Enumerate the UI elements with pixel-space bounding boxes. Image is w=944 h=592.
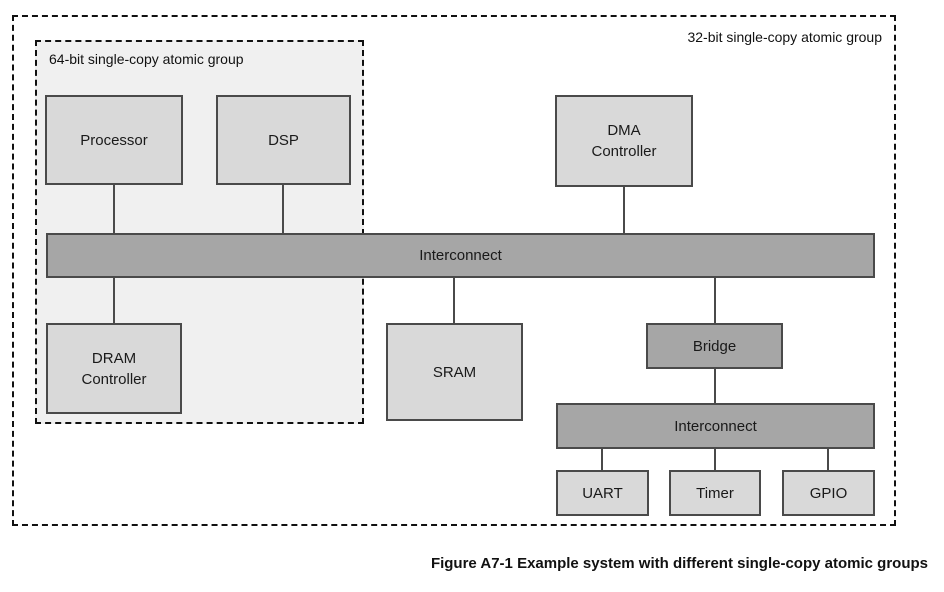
node-processor: Processor: [45, 95, 183, 185]
connector-dsp-interconnect: [282, 185, 284, 233]
connector-dma-interconnect: [623, 187, 625, 233]
node-interconnect-main: Interconnect: [46, 233, 875, 278]
connector-interconnect-bridge: [714, 278, 716, 323]
node-dma-controller: DMA Controller: [555, 95, 693, 187]
node-dsp: DSP: [216, 95, 351, 185]
group-32bit-label: 32-bit single-copy atomic group: [687, 29, 882, 45]
node-timer: Timer: [669, 470, 761, 516]
node-interconnect-peripheral: Interconnect: [556, 403, 875, 449]
node-uart: UART: [556, 470, 649, 516]
connector-processor-interconnect: [113, 185, 115, 233]
node-dram-controller: DRAM Controller: [46, 323, 182, 414]
connector-interconnect-sram: [453, 278, 455, 323]
node-bridge: Bridge: [646, 323, 783, 369]
connector-bridge-interconnect2: [714, 369, 716, 403]
connector-interconnect2-gpio: [827, 449, 829, 470]
connector-interconnect-dram: [113, 278, 115, 323]
connector-interconnect2-uart: [601, 449, 603, 470]
node-sram: SRAM: [386, 323, 523, 421]
figure-caption: Figure A7-1 Example system with differen…: [430, 555, 928, 572]
connector-interconnect2-timer: [714, 449, 716, 470]
group-64bit-label: 64-bit single-copy atomic group: [49, 51, 244, 67]
node-gpio: GPIO: [782, 470, 875, 516]
